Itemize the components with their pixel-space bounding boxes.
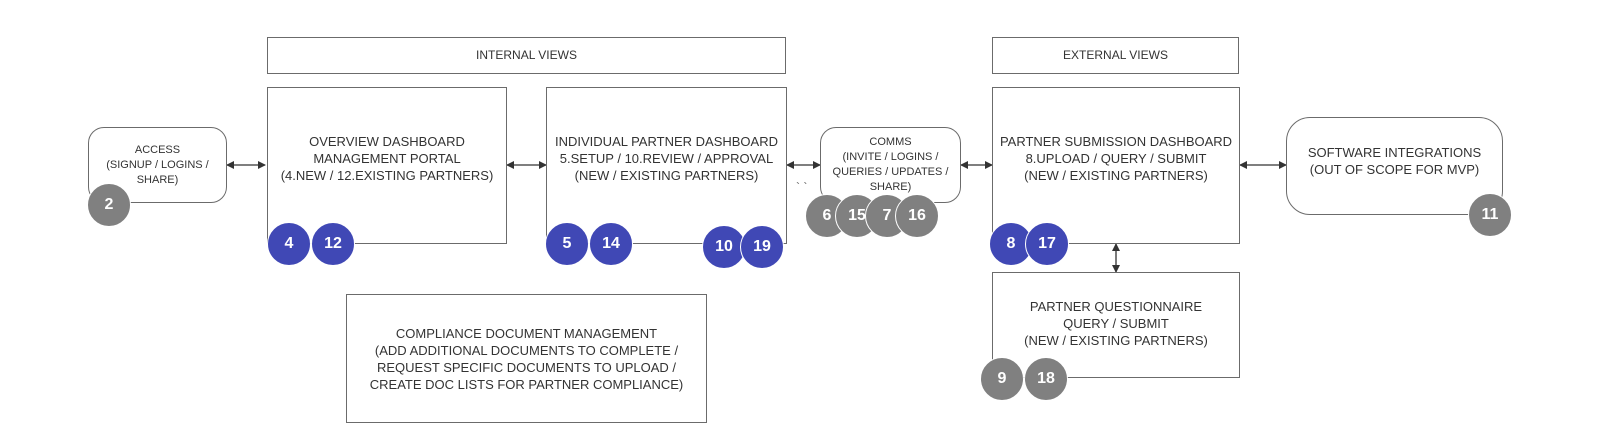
overview-line-3: (4.NEW / 12.EXISTING PARTNERS) <box>280 168 494 183</box>
questionnaire-title: PARTNER QUESTIONNAIRE <box>1029 298 1203 314</box>
comms-line-4: SHARE) <box>869 181 912 193</box>
compliance-line-4: CREATE DOC LISTS FOR PARTNER COMPLIANCE) <box>369 376 684 392</box>
step-badge-9: 9 <box>980 357 1024 401</box>
step-badge-4: 4 <box>267 222 311 266</box>
compliance-line-2: (ADD ADDITIONAL DOCUMENTS TO COMPLETE / <box>374 342 679 358</box>
overview-dashboard-node: OVERVIEW DASHBOARD MANAGEMENT PORTAL (4.… <box>267 87 507 244</box>
comms-line-3: QUERIES / UPDATES / <box>832 166 949 178</box>
compliance-document-management-node: COMPLIANCE DOCUMENT MANAGEMENT (ADD ADDI… <box>346 294 707 423</box>
individual-partner-dashboard-node: INDIVIDUAL PARTNER DASHBOARD 5.SETUP / 1… <box>546 87 787 244</box>
step-badge-5: 5 <box>545 222 589 266</box>
access-node: ACCESS (SIGNUP / LOGINS / SHARE) <box>88 127 227 203</box>
individual-line-2: 5.SETUP / 10.REVIEW / APPROVAL <box>559 151 774 166</box>
step-badge-19: 19 <box>740 225 784 269</box>
compliance-title: COMPLIANCE DOCUMENT MANAGEMENT <box>395 325 658 341</box>
questionnaire-line-3: (NEW / EXISTING PARTNERS) <box>1024 332 1208 348</box>
step-badge-11: 11 <box>1468 193 1512 237</box>
partner-questionnaire-node: PARTNER QUESTIONNAIRE QUERY / SUBMIT (NE… <box>992 272 1240 378</box>
comms-node: COMMS (INVITE / LOGINS / QUERIES / UPDAT… <box>820 127 961 203</box>
step-badge-10: 10 <box>702 225 746 269</box>
internal-views-header: INTERNAL VIEWS <box>267 37 786 74</box>
software-title: SOFTWARE INTEGRATIONS <box>1307 145 1482 160</box>
individual-title: INDIVIDUAL PARTNER DASHBOARD <box>555 134 778 149</box>
access-line-3: SHARE) <box>136 173 179 186</box>
comms-title: COMMS <box>869 136 912 148</box>
step-badge-2: 2 <box>87 183 131 227</box>
submission-title: PARTNER SUBMISSION DASHBOARD <box>999 134 1233 149</box>
compliance-line-3: REQUEST SPECIFIC DOCUMENTS TO UPLOAD / <box>376 359 677 375</box>
step-badge-17: 17 <box>1025 222 1069 266</box>
internal-views-label: INTERNAL VIEWS <box>476 48 577 62</box>
access-line-2: (SIGNUP / LOGINS / <box>106 158 209 171</box>
partner-submission-dashboard-node: PARTNER SUBMISSION DASHBOARD 8.UPLOAD / … <box>992 87 1240 244</box>
step-badge-14: 14 <box>589 222 633 266</box>
tick-marks: ` ` <box>796 180 808 194</box>
external-views-header: EXTERNAL VIEWS <box>992 37 1239 74</box>
step-badge-16: 16 <box>895 194 939 238</box>
individual-line-3: (NEW / EXISTING PARTNERS) <box>574 168 759 183</box>
step-badge-18: 18 <box>1024 357 1068 401</box>
submission-line-2: 8.UPLOAD / QUERY / SUBMIT <box>1025 151 1207 166</box>
external-views-label: EXTERNAL VIEWS <box>1063 48 1168 62</box>
software-line-2: (OUT OF SCOPE FOR MVP) <box>1309 162 1480 177</box>
submission-line-3: (NEW / EXISTING PARTNERS) <box>1024 168 1208 183</box>
comms-line-2: (INVITE / LOGINS / <box>842 151 939 163</box>
overview-title: OVERVIEW DASHBOARD <box>309 134 465 149</box>
overview-line-2: MANAGEMENT PORTAL <box>313 151 461 166</box>
questionnaire-line-2: QUERY / SUBMIT <box>1063 315 1169 331</box>
step-badge-12: 12 <box>311 222 355 266</box>
access-title: ACCESS <box>134 143 181 156</box>
software-integrations-node: SOFTWARE INTEGRATIONS (OUT OF SCOPE FOR … <box>1286 117 1503 215</box>
